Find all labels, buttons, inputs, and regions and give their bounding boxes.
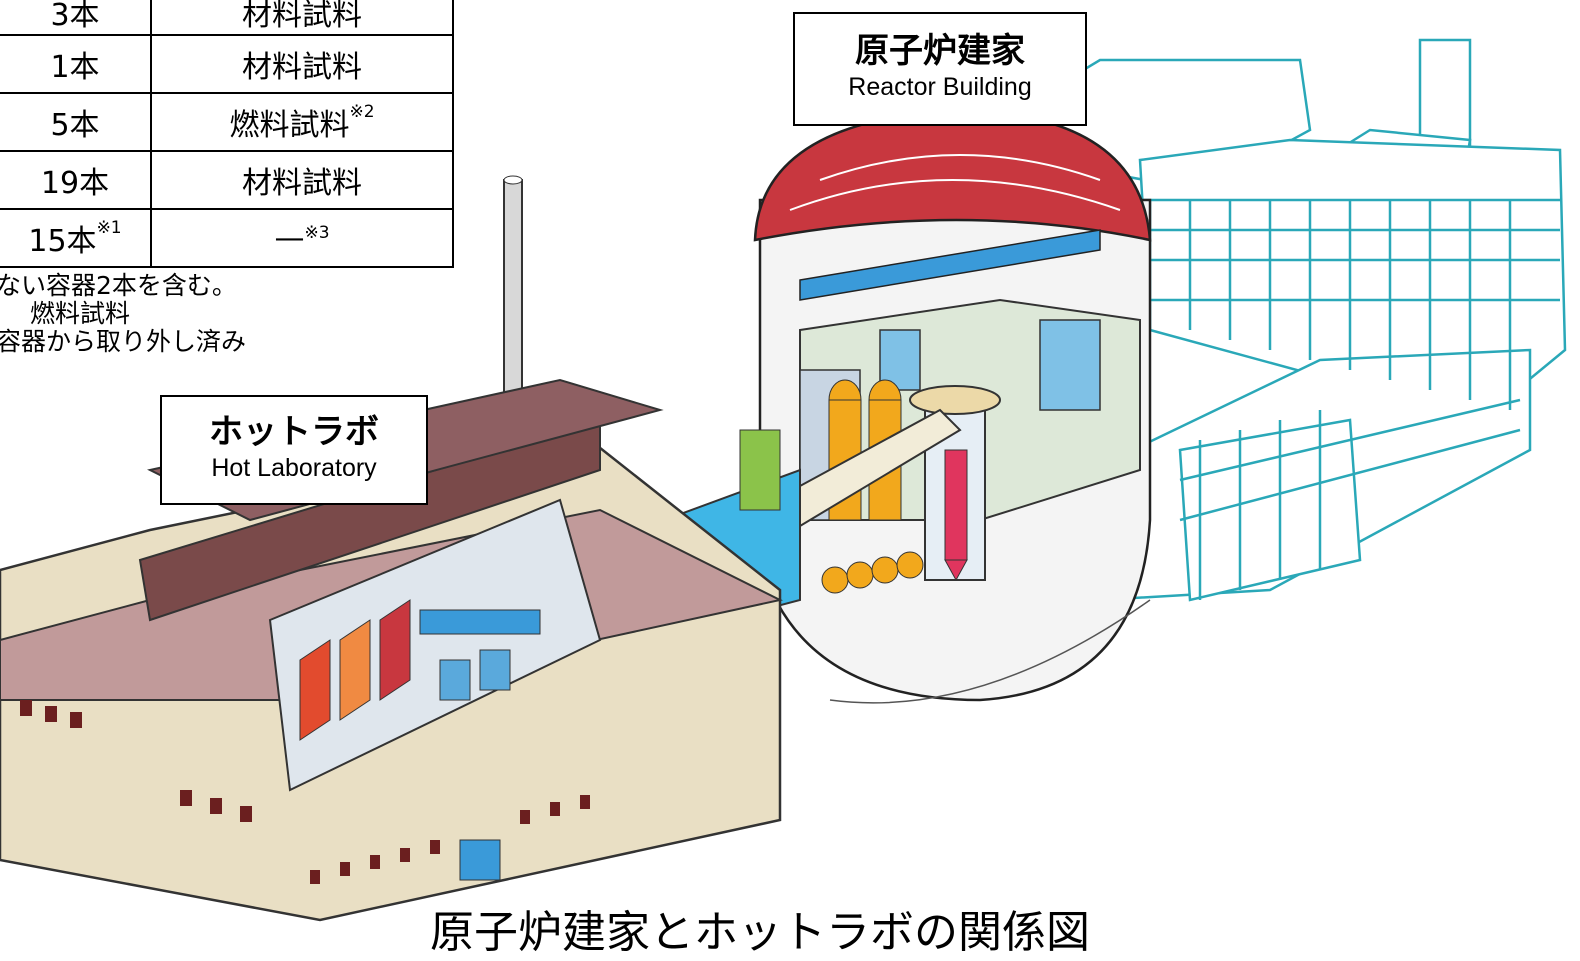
stock-table-row: 3本材料試料: [0, 0, 454, 36]
stock-table-cell-count: 3本: [0, 0, 152, 36]
note-3: 容器から取り外し済み: [0, 327, 247, 356]
hot-lab-label: ホットラボ Hot Laboratory: [160, 395, 428, 505]
reactor-label-jp: 原子炉建家: [855, 31, 1025, 71]
hot-lab-label-jp: ホットラボ: [209, 412, 379, 452]
stock-table-cell-kind: 材料試料: [150, 150, 454, 210]
stock-table-cell-count: 1本: [0, 34, 152, 94]
stock-table-row: 1本材料試料: [0, 34, 454, 94]
stock-table-cell-count: 19本: [0, 150, 152, 210]
stock-table-cell-kind: 燃料試料※2: [150, 92, 454, 152]
reactor-label: 原子炉建家 Reactor Building: [793, 12, 1087, 126]
table-notes: ない容器2本を含む。 燃料試料 容器から取り外し済み: [0, 272, 246, 356]
reactor-building: [753, 108, 1152, 704]
stock-table-row: 15本※1—※3: [0, 208, 454, 268]
stock-table-row: 19本材料試料: [0, 150, 454, 210]
plant-cutaway-illustration: [0, 38, 1567, 922]
stock-table-cell-count: 15本※1: [0, 208, 152, 268]
stock-table-cell-kind: 材料試料: [150, 34, 454, 94]
figure-caption: 原子炉建家とホットラボの関係図: [430, 907, 1090, 958]
stock-table-cell-kind: 材料試料: [150, 0, 454, 36]
stock-table-cell-kind: —※3: [150, 208, 454, 268]
stock-table-row: 5本燃料試料※2: [0, 92, 454, 152]
reactor-label-en: Reactor Building: [848, 73, 1032, 101]
note-2: 燃料試料: [30, 299, 131, 328]
stock-table-cell-count: 5本: [0, 92, 152, 152]
hot-lab-label-en: Hot Laboratory: [211, 454, 377, 482]
note-1: ない容器2本を含む。: [0, 271, 237, 300]
